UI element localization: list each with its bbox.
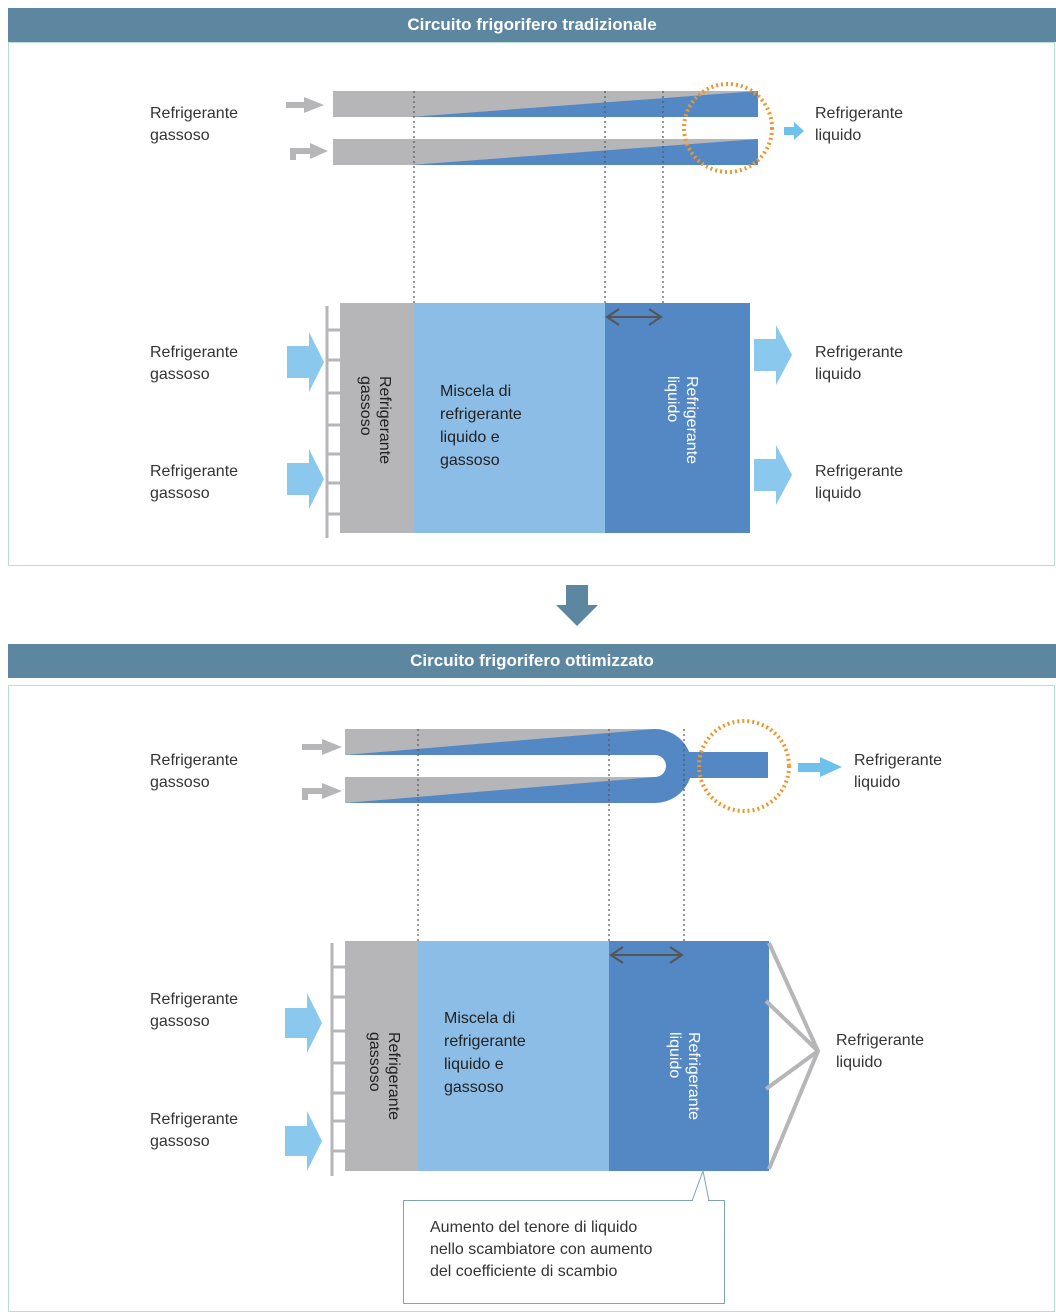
manifold (330, 943, 345, 1176)
callout-pointer (691, 1169, 710, 1202)
outlet-arrow-big-icon (754, 445, 792, 505)
gas-zone (340, 303, 415, 533)
callout-line: nello scambiatore con aumento (430, 1241, 653, 1258)
svg-text:Refrigerante: Refrigerante (685, 1032, 702, 1120)
label-liquid-line2: liquido (854, 774, 900, 791)
svg-text:gassoso: gassoso (444, 1079, 504, 1096)
section-title: Circuito frigorifero ottimizzato (410, 651, 654, 670)
section-header-optimized: Circuito frigorifero ottimizzato (8, 644, 1056, 678)
tube-upper (333, 91, 758, 117)
label-gas-line2: gassoso (150, 1133, 210, 1150)
label-liquid-line2: liquido (815, 127, 861, 144)
svg-text:Miscela di: Miscela di (444, 1010, 515, 1027)
label-gas-line1: Refrigerante (150, 105, 238, 122)
tube-u-bend (345, 729, 768, 803)
svg-text:Refrigerante: Refrigerante (683, 376, 700, 464)
svg-text:liquido: liquido (666, 1032, 683, 1078)
gas-zone (345, 941, 419, 1171)
panel-traditional (8, 42, 1055, 566)
section-header-traditional: Circuito frigorifero tradizionale (8, 8, 1056, 42)
label-gas-line1: Refrigerante (150, 1111, 238, 1128)
liquid-zone (609, 941, 769, 1171)
label-gas-line2: gassoso (150, 1013, 210, 1030)
mix-label: Miscela di refrigerante liquido e gassos… (440, 383, 522, 469)
svg-text:refrigerante: refrigerante (440, 406, 522, 423)
label-liquid-line2: liquido (815, 485, 861, 502)
vertical-label-gas: Refrigerante gassoso (366, 1032, 402, 1120)
manifold (325, 306, 340, 538)
label-liquid-line1: Refrigerante (836, 1032, 924, 1049)
callout-box: Aumento del tenore di liquido nello scam… (403, 1200, 725, 1304)
svg-text:Miscela di: Miscela di (440, 383, 511, 400)
callout-line: Aumento del tenore di liquido (430, 1219, 638, 1236)
vertical-label-gas: Refrigerante gassoso (357, 376, 393, 464)
svg-text:gassoso: gassoso (366, 1032, 383, 1092)
label-gas-line1: Refrigerante (150, 991, 238, 1008)
projection-lines (413, 91, 664, 328)
svg-text:liquido e: liquido e (440, 429, 500, 446)
label-liquid-line1: Refrigerante (815, 344, 903, 361)
outlet-collector (764, 942, 821, 1170)
callout-line: del coefficiente di scambio (430, 1263, 618, 1280)
mix-label: Miscela di refrigerante liquido e gassos… (444, 1010, 526, 1096)
svg-text:gassoso: gassoso (357, 376, 374, 436)
inlet-arrow-icon (286, 97, 324, 113)
inlet-arrow-icon (302, 739, 342, 755)
double-arrow-icon (605, 308, 663, 326)
highlight-circle (682, 82, 774, 174)
label-gas-line2: gassoso (150, 127, 210, 144)
section-title: Circuito frigorifero tradizionale (407, 15, 657, 34)
label-liquid-line1: Refrigerante (854, 752, 942, 769)
label-liquid-line2: liquido (815, 366, 861, 383)
svg-text:liquido: liquido (664, 376, 681, 422)
vertical-label-liquid: Refrigerante liquido (666, 1032, 702, 1120)
projection-lines (417, 729, 685, 965)
svg-text:gassoso: gassoso (440, 452, 500, 469)
svg-text:refrigerante: refrigerante (444, 1033, 526, 1050)
label-gas-line2: gassoso (150, 774, 210, 791)
label-gas-line1: Refrigerante (150, 344, 238, 361)
highlight-circle (697, 719, 791, 813)
double-arrow-icon (609, 946, 684, 964)
transition-arrow-icon (556, 585, 598, 626)
inlet-arrow-big-icon (287, 449, 324, 509)
label-liquid-line2: liquido (836, 1054, 882, 1071)
svg-text:Refrigerante: Refrigerante (385, 1032, 402, 1120)
mix-zone (418, 941, 610, 1171)
label-liquid-line1: Refrigerante (815, 105, 903, 122)
inlet-bent-arrow-icon (290, 143, 328, 160)
vertical-label-liquid: Refrigerante liquido (664, 376, 700, 464)
inlet-arrow-big-icon (285, 1111, 322, 1171)
label-gas-line1: Refrigerante (150, 463, 238, 480)
svg-text:Refrigerante: Refrigerante (376, 376, 393, 464)
tube-lower (333, 139, 758, 165)
callout-pointer-join (693, 1199, 708, 1202)
outlet-arrow-icon (784, 122, 804, 140)
label-liquid-line1: Refrigerante (815, 463, 903, 480)
mix-zone (414, 303, 606, 533)
inlet-arrow-big-icon (285, 993, 322, 1053)
label-gas-line2: gassoso (150, 485, 210, 502)
inlet-arrow-big-icon (287, 332, 324, 392)
inlet-bent-arrow-icon (302, 783, 342, 800)
outlet-arrow-big-icon (754, 325, 792, 385)
label-gas-line2: gassoso (150, 366, 210, 383)
label-gas-line1: Refrigerante (150, 752, 238, 769)
svg-text:liquido e: liquido e (444, 1056, 504, 1073)
outlet-arrow-icon (798, 757, 842, 777)
liquid-zone (605, 303, 750, 533)
